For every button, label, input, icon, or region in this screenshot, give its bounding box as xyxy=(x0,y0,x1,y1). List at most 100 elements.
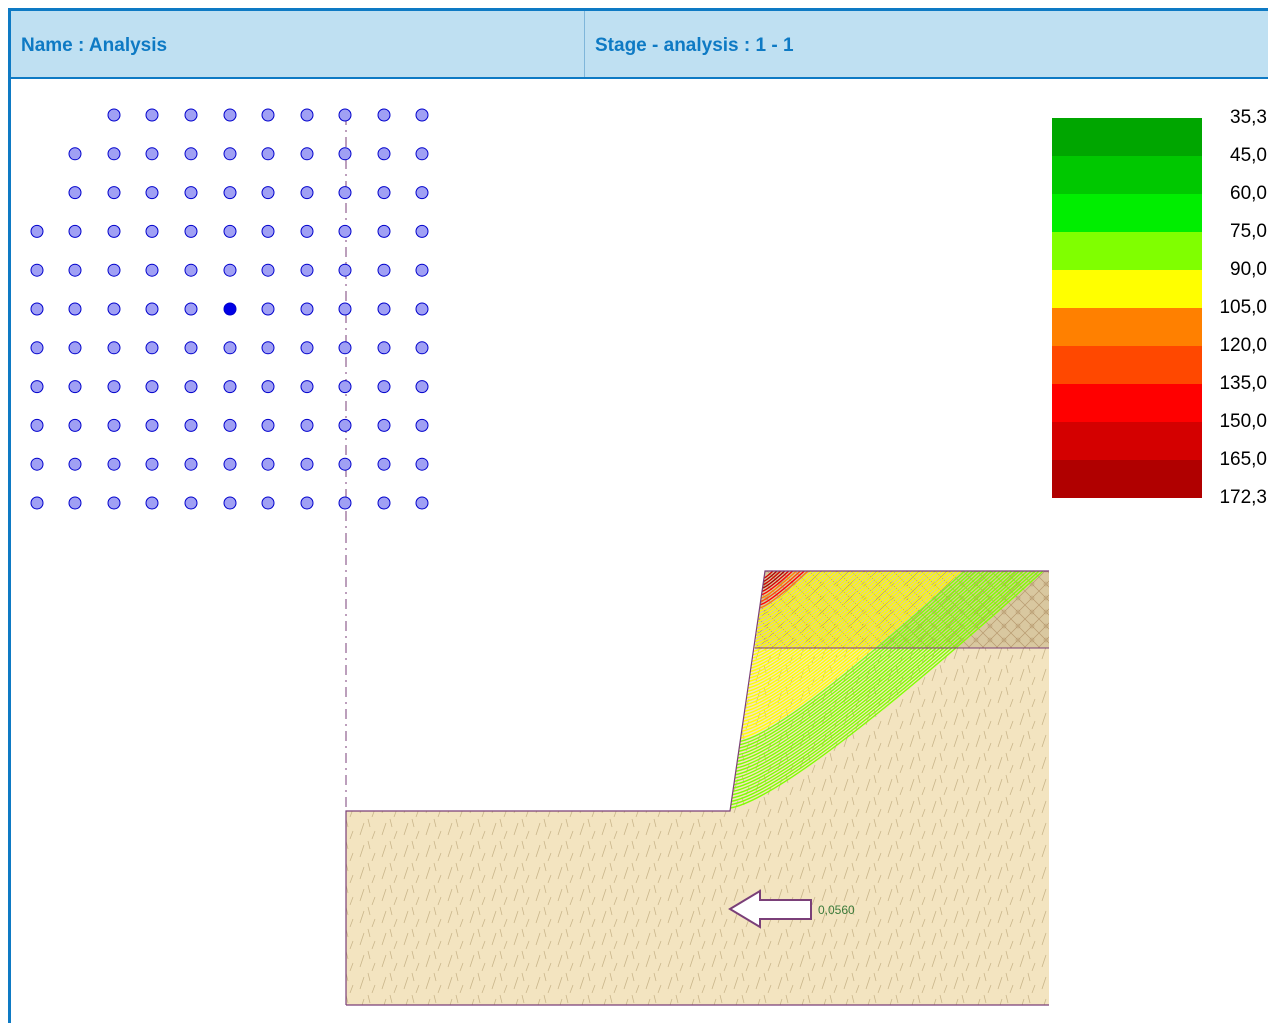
slip-surface xyxy=(758,570,813,612)
center-point xyxy=(415,224,429,238)
results-header: Name : Analysis Stage - analysis : 1 - 1 xyxy=(11,11,1268,79)
center-point xyxy=(300,496,314,510)
center-point xyxy=(223,341,237,355)
slip-surface xyxy=(734,570,1013,782)
analysis-frame: Name : Analysis Stage - analysis : 1 - 1 xyxy=(8,8,1268,1023)
slip-surface xyxy=(760,570,801,602)
center-point xyxy=(184,380,198,394)
critical-center-point xyxy=(223,302,237,316)
legend-color-swatch xyxy=(1052,308,1202,346)
center-point xyxy=(377,147,391,161)
legend-value-label: 45,0 xyxy=(1230,145,1267,166)
legend-value-label: 165,0 xyxy=(1219,449,1267,470)
center-point xyxy=(223,380,237,394)
center-point xyxy=(145,108,159,122)
legend-value-label: 75,0 xyxy=(1230,221,1267,242)
slip-surface xyxy=(735,570,1001,772)
center-point xyxy=(68,341,82,355)
center-point xyxy=(223,224,237,238)
center-point xyxy=(377,341,391,355)
slip-surface xyxy=(744,570,930,712)
center-point xyxy=(30,263,44,277)
slip-surface xyxy=(731,570,1036,802)
slip-surface xyxy=(752,570,864,656)
slip-surface xyxy=(761,570,794,596)
slip-surface xyxy=(761,570,790,592)
legend-color-swatch xyxy=(1052,422,1202,460)
center-point xyxy=(107,263,121,277)
slip-surface xyxy=(742,570,942,722)
slip-surface xyxy=(730,570,1044,809)
center-point xyxy=(184,302,198,316)
center-point xyxy=(338,380,352,394)
slip-surface xyxy=(731,570,1032,799)
center-point xyxy=(184,224,198,238)
slip-surface xyxy=(737,570,985,759)
legend-color-swatch xyxy=(1052,270,1202,308)
slip-surface xyxy=(732,570,1024,792)
center-point xyxy=(223,496,237,510)
center-point xyxy=(377,224,391,238)
legend-color-swatch xyxy=(1052,384,1202,422)
center-point xyxy=(223,186,237,200)
slip-surface xyxy=(754,570,852,646)
slip-surface xyxy=(743,570,938,719)
center-point xyxy=(415,380,429,394)
legend-color-swatch xyxy=(1052,156,1202,194)
center-point xyxy=(30,224,44,238)
slip-surface xyxy=(751,570,876,666)
slip-surface xyxy=(734,570,1009,779)
center-point xyxy=(145,224,159,238)
slip-surface xyxy=(736,570,993,766)
slip-surface xyxy=(755,570,844,639)
center-point xyxy=(261,341,275,355)
center-point xyxy=(184,341,198,355)
slip-surface xyxy=(753,570,856,649)
slip-surface xyxy=(741,570,954,732)
slip-surface xyxy=(756,570,837,632)
center-point xyxy=(68,380,82,394)
slip-surface xyxy=(737,570,989,762)
slip-surface xyxy=(762,570,786,589)
center-point xyxy=(261,224,275,238)
center-point xyxy=(30,380,44,394)
legend-value-label: 172,3 xyxy=(1219,487,1267,508)
slip-surface xyxy=(748,570,899,686)
slip-surface xyxy=(733,570,1017,786)
center-point xyxy=(68,302,82,316)
center-point xyxy=(261,147,275,161)
center-point xyxy=(338,457,352,471)
slip-surface xyxy=(757,570,825,622)
center-point xyxy=(30,302,44,316)
slip-surface xyxy=(747,570,903,689)
center-point xyxy=(261,418,275,432)
center-point xyxy=(145,341,159,355)
legend-color-swatch xyxy=(1052,232,1202,270)
slip-surface xyxy=(746,570,911,696)
center-point xyxy=(338,302,352,316)
slip-surface xyxy=(756,570,833,629)
center-point xyxy=(415,108,429,122)
slip-surface xyxy=(738,570,977,752)
slip-surface xyxy=(733,570,1020,789)
legend-value-label: 90,0 xyxy=(1230,259,1267,280)
center-point xyxy=(30,418,44,432)
center-point xyxy=(68,496,82,510)
center-point xyxy=(415,302,429,316)
center-point xyxy=(145,496,159,510)
slope-stability-drawing: 0,0560 xyxy=(30,108,1049,1006)
center-point xyxy=(377,380,391,394)
center-point xyxy=(338,418,352,432)
center-point xyxy=(300,302,314,316)
center-point xyxy=(107,186,121,200)
legend-value-label: 60,0 xyxy=(1230,183,1267,204)
slip-surface xyxy=(740,570,966,742)
legend-color-swatch xyxy=(1052,194,1202,232)
slip-surface xyxy=(754,570,848,642)
center-point xyxy=(261,108,275,122)
center-point xyxy=(184,147,198,161)
center-point xyxy=(68,147,82,161)
legend-value-label: 135,0 xyxy=(1219,373,1267,394)
center-point xyxy=(261,496,275,510)
center-point xyxy=(261,186,275,200)
